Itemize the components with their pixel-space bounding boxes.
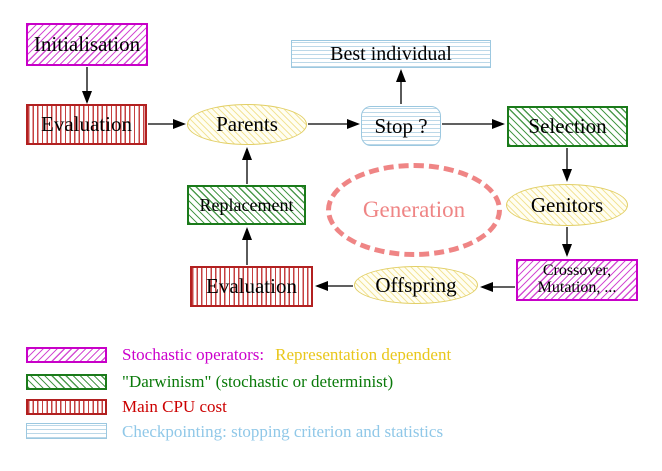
node-initialisation: Initialisation: [26, 23, 148, 66]
legend-label-checkpointing: Checkpointing: stopping criterion and st…: [122, 422, 444, 441]
legend-swatch-stochastic-operators: [26, 347, 107, 363]
node-best-individual: Best individual: [291, 40, 491, 68]
legend-label-stochastic-operators-text: Stochastic operators:: [122, 345, 265, 364]
node-crossover-mutation: Crossover, Mutation, ...: [516, 259, 638, 301]
legend-label-darwinism: "Darwinism" (stochastic or determinist): [122, 372, 394, 391]
node-evaluation-bottom: Evaluation: [190, 266, 313, 307]
node-genitors: Genitors: [506, 184, 628, 226]
crossover-line2: Mutation, ...: [537, 279, 617, 296]
legend-label-representation-dependent: Representation dependent: [275, 345, 452, 364]
legend-label-cpu-cost: Main CPU cost: [122, 397, 227, 416]
crossover-line1: Crossover,: [542, 262, 612, 280]
legend-swatch-checkpointing: [26, 423, 107, 439]
legend-label-stochastic-operators: Stochastic operators: Representation depe…: [122, 345, 451, 365]
node-replacement: Replacement: [187, 185, 306, 225]
node-evaluation-top: Evaluation: [26, 104, 147, 145]
node-stop: Stop ?: [361, 106, 441, 146]
node-selection: Selection: [507, 106, 628, 147]
node-parents: Parents: [187, 104, 307, 145]
node-offspring: Offspring: [354, 266, 478, 304]
legend-swatch-cpu-cost: [26, 399, 107, 415]
legend-swatch-darwinism: [26, 374, 107, 390]
generation-loop-ellipse: Generation: [326, 163, 502, 257]
